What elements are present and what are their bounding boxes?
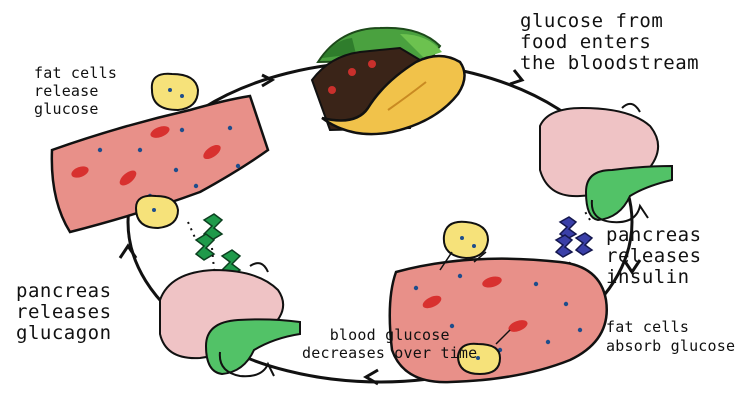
insulin-molecules [554,209,594,277]
label-line: fat cells [34,64,118,82]
cycle-arrow-top-right [509,69,525,86]
label-line: insulin [606,266,690,288]
label-line: decreases over time [302,344,478,362]
label-line: releases [16,301,112,323]
label-line: the bloodstream [520,52,700,74]
label-line: blood glucose [329,326,450,344]
label-pancreas-releases-glucagon: pancreas releases glucagon [16,282,112,343]
label-pancreas-releases-insulin: pancreas releases insulin [606,226,702,287]
label-fat-cells-absorb-glucose: fat cells absorb glucose [606,320,735,354]
red-blood-cell [119,170,137,186]
label-line: food enters [520,31,652,53]
fat-cell-right-bottom [456,329,511,376]
pancreas-bottom-left [204,318,301,378]
cycle-arrow-right [622,259,642,275]
cycle-arrow-bottom [363,368,379,386]
label-line: releases [606,245,702,267]
red-blood-cell [422,295,442,309]
cycle-arrow-top [261,73,276,88]
taco-illustration [310,26,466,136]
label-line: release [34,82,99,100]
blood-vessel-left [50,94,270,234]
pancreas-right [584,164,673,224]
label-line: glucose [34,100,99,118]
fat-cell-left [134,194,180,230]
label-line: absorb glucose [606,337,736,355]
fat-cell-right-top [439,220,490,271]
label-glucose-from-food: glucose from food enters the bloodstream [520,12,699,73]
cycle-arrow-left [118,243,138,259]
label-fat-cells-release-glucose: fat cells release glucose [34,66,117,117]
blood-vessel-right [388,257,608,384]
label-line: pancreas [16,280,112,302]
red-blood-cell [71,166,89,178]
red-blood-cell [150,126,170,138]
red-blood-cell [203,144,221,160]
fat-cell-top-left [150,72,200,112]
red-blood-cell [508,320,528,332]
label-blood-glucose-decreases: blood glucose decreases over time [302,328,477,361]
label-line: fat cells [606,318,690,336]
red-blood-cell [482,276,502,288]
label-line: pancreas [606,224,702,246]
label-line: glucagon [16,322,112,344]
label-line: glucose from [520,10,664,32]
